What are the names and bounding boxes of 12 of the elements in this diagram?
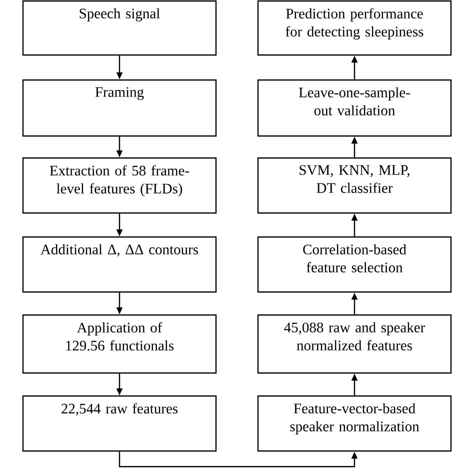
process-box: Leave-one-sample-out validation (257, 79, 452, 137)
process-box: Framing (22, 79, 217, 137)
process-box: Additional Δ, ΔΔ contours (22, 236, 217, 293)
process-box: Feature-vector-based speaker normalization (257, 395, 452, 452)
process-box: 45,088 raw and speaker normalized features (257, 314, 452, 374)
process-box: Speech signal (22, 0, 217, 56)
process-box: Application of 129.56 functionals (22, 314, 217, 374)
process-box: Extraction of 58 frame-level features (FLDs) (22, 157, 217, 214)
process-box: Prediction performance for detecting sleepiness (257, 0, 452, 56)
process-box: Correlation-based feature selection (257, 236, 452, 293)
process-box: SVM, KNN, MLP, DT classifier (257, 157, 452, 214)
process-box: 22,544 raw features (22, 395, 217, 452)
